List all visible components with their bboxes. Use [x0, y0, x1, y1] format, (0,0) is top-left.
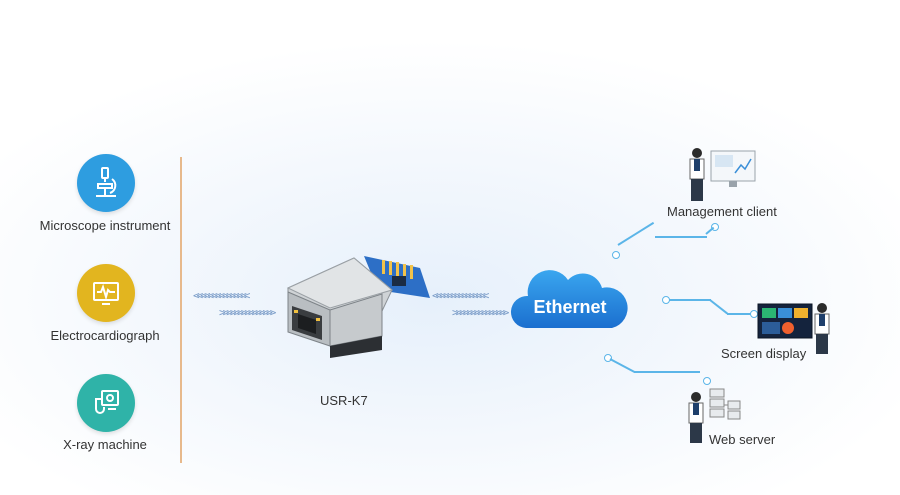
management-client-icon [685, 145, 757, 203]
connector-line [609, 358, 636, 374]
device-label-microscope: Microscope instrument [39, 218, 171, 233]
connector-line [655, 236, 707, 238]
device-label-xray: X-ray machine [63, 437, 147, 452]
connector-line [634, 371, 700, 373]
xray-machine-icon [77, 374, 135, 432]
device-label-ecg: Electrocardiograph [50, 328, 160, 343]
arrow-right-lower: >>>>>>>>>>>>>>> [219, 306, 276, 319]
arrow-left-upper-2: <<<<<<<<<<<<<<< [432, 289, 489, 302]
client-label-screen: Screen display [721, 346, 807, 361]
client-label-webserver: Web server [709, 432, 776, 447]
ecg-monitor-icon [77, 264, 135, 322]
arrow-right-lower-2: >>>>>>>>>>>>>>> [452, 306, 509, 319]
ethernet-label: Ethernet [533, 297, 607, 317]
microscope-icon [77, 154, 135, 212]
client-label-management: Management client [667, 204, 777, 219]
usr-k7-module-image [282, 250, 432, 365]
connector-dot [604, 354, 612, 362]
arrow-left-upper: <<<<<<<<<<<<<<< [193, 289, 250, 302]
connector-line [709, 299, 728, 315]
module-label: USR-K7 [320, 393, 368, 408]
connector-line [669, 299, 711, 301]
ethernet-cloud-icon [510, 262, 630, 334]
web-server-icon [686, 387, 744, 445]
connector-dot [612, 251, 620, 259]
connector-line [727, 313, 751, 315]
section-divider [180, 157, 182, 463]
connector-line [617, 221, 655, 246]
screen-display-icon [756, 300, 832, 356]
connector-dot [703, 377, 711, 385]
